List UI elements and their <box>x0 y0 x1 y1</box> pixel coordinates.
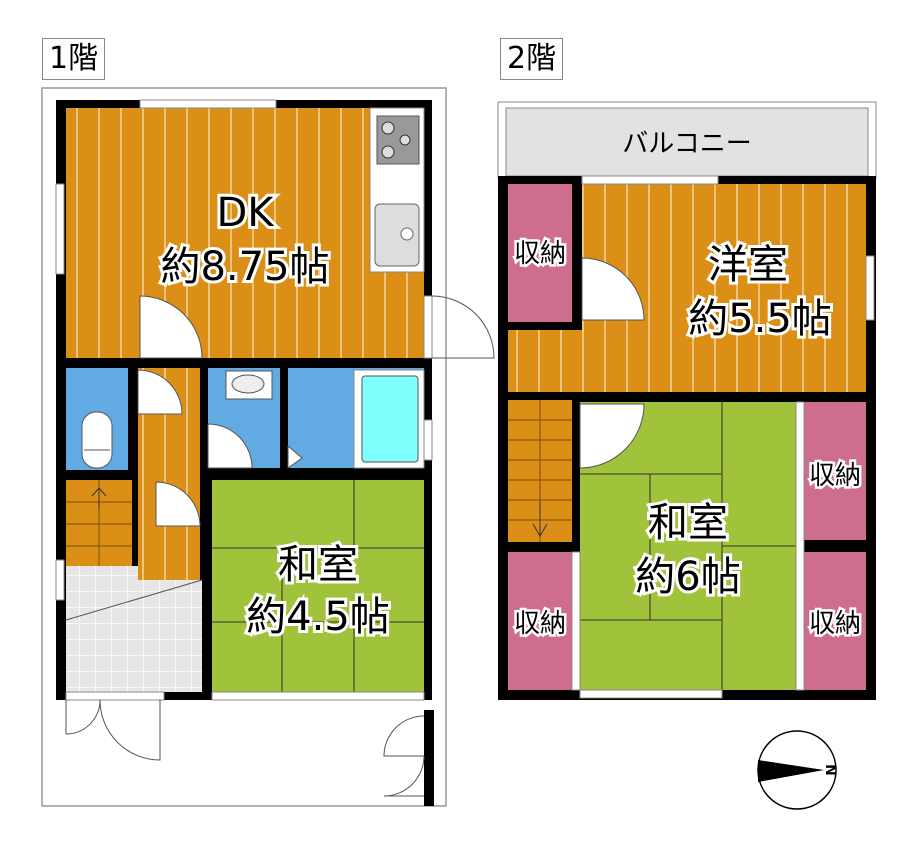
door-swing <box>137 369 183 415</box>
toilet-icon <box>81 411 113 469</box>
washitsu-4-5-size: 約4.5帖 <box>246 594 390 640</box>
compass-icon: N <box>757 730 838 810</box>
balcony <box>505 107 869 177</box>
window <box>865 255 875 321</box>
stairs-arrow-icon <box>532 500 548 537</box>
storage-label: 収納 <box>514 609 566 639</box>
floor-1-label: 1階 <box>42 38 106 80</box>
storage-left-bottom <box>508 552 572 690</box>
storage-right-top <box>804 402 866 540</box>
dk-room <box>66 108 424 358</box>
door-swing <box>207 423 253 469</box>
balcony-label: バルコニー <box>622 129 751 159</box>
yoshitsu-name: 洋室 <box>708 242 788 288</box>
floor-1-plan: DK 約8.75帖 和室 約4.5帖 <box>41 87 495 807</box>
door-swing <box>155 481 201 527</box>
hallway-2f <box>508 330 650 392</box>
window <box>55 559 65 601</box>
window <box>55 183 65 275</box>
storage-right-bottom <box>804 552 866 690</box>
washitsu-4-5-name: 和室 <box>278 542 358 588</box>
stairs-arrow-icon <box>91 487 107 510</box>
floor-2-plan: バルコニー 洋室 約5.5帖 和室 約6帖 収納 収納 収納 収納 <box>497 101 877 700</box>
window <box>211 691 425 701</box>
washbasin-icon <box>225 370 273 400</box>
stove-icon <box>376 115 420 165</box>
window <box>423 419 433 461</box>
washitsu-6-size: 約6帖 <box>635 554 740 600</box>
door-swing <box>581 257 645 321</box>
sink-icon <box>374 203 420 267</box>
window <box>579 689 723 699</box>
floor-2-label: 2階 <box>500 38 564 80</box>
storage-top-left <box>508 184 572 322</box>
north-label: N <box>822 764 838 776</box>
yoshitsu-size: 約5.5帖 <box>688 296 832 342</box>
entrance-tile <box>66 566 202 692</box>
lot-outline <box>41 87 447 807</box>
entrance-door <box>65 691 165 701</box>
washitsu-6-name: 和室 <box>648 500 728 546</box>
bathtub-icon <box>361 375 419 463</box>
window <box>581 175 719 185</box>
door-swing <box>139 295 203 359</box>
storage-label: 収納 <box>809 609 861 639</box>
storage-label: 収納 <box>514 239 566 269</box>
washitsu-4-5-room <box>212 480 424 692</box>
door-swing <box>431 295 495 359</box>
dk-size: 約8.75帖 <box>160 244 329 290</box>
storage-label: 収納 <box>809 461 861 491</box>
dk-name: DK <box>216 190 275 236</box>
window <box>139 99 277 109</box>
door <box>423 295 433 359</box>
door-swing <box>579 403 645 469</box>
